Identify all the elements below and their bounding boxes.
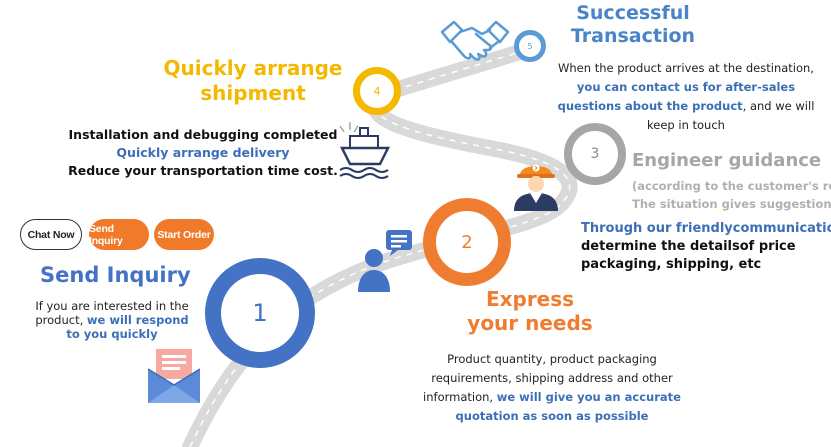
step4-line3: Reduce your transportation time cost.: [68, 163, 338, 178]
step5-highlight: you can contact us for after-sales quest…: [557, 80, 796, 113]
step4-title-line2: shipment: [200, 81, 306, 105]
step5-title-line2: Transaction: [570, 25, 696, 47]
step1-title: Send Inquiry: [40, 263, 191, 287]
step2-highlight: we will give you an accurate quotation a…: [455, 390, 681, 423]
step3-line3: packaging, shipping, etc: [581, 257, 762, 272]
step5-title: Successful Transaction: [548, 2, 718, 48]
step5-text-post: , and we will keep in touch: [647, 99, 815, 132]
step5-number: 5: [527, 41, 533, 51]
step5-description: When the product arrives at the destinat…: [546, 59, 826, 135]
step1-text: If you are interested in the product,: [35, 299, 189, 327]
step2-title: Express your needs: [455, 287, 605, 335]
send-inquiry-button[interactable]: Send Inquiry: [89, 219, 149, 250]
step2-title-line1: Express: [485, 287, 575, 311]
step5-title-line1: Successful: [576, 2, 690, 24]
step4-line2: Quickly arrange delivery: [116, 145, 290, 160]
step1-highlight: we will respond to you quickly: [66, 313, 189, 341]
step2-ring: 2: [423, 198, 511, 286]
engineer-icon: [514, 164, 558, 211]
step3-title: Engineer guidance: [632, 150, 822, 171]
step1-number: 1: [252, 299, 268, 327]
chat-person-icon: [358, 230, 412, 292]
handshake-icon: [440, 20, 510, 61]
step2-number: 2: [461, 231, 473, 253]
step4-ring: 4: [353, 67, 401, 115]
step4-description: Installation and debugging completed Qui…: [58, 126, 348, 180]
chat-now-button[interactable]: Chat Now: [20, 219, 82, 250]
step1-ring: 1: [205, 258, 315, 368]
step5-ring: 5: [514, 30, 546, 62]
step4-number: 4: [373, 84, 381, 98]
envelope-icon: [147, 349, 201, 403]
step5-text: When the product arrives at the destinat…: [558, 61, 814, 75]
step3-subtitle-line1: (according to the customer's reality: [632, 179, 831, 193]
step3-ring: 3: [564, 123, 626, 185]
step3-description: Through our friendlycommunication determ…: [581, 220, 831, 274]
step1-description: If you are interested in the product, we…: [28, 299, 196, 341]
step3-line1: Through our friendlycommunication: [581, 221, 831, 236]
start-order-button[interactable]: Start Order: [154, 219, 214, 250]
step4-line1: Installation and debugging completed: [68, 127, 338, 142]
step2-text: Product quantity, product packaging requ…: [423, 352, 673, 404]
step3-subtitle: (according to the customer's reality The…: [632, 177, 831, 213]
step3-line2: determine the detailsof price: [581, 239, 796, 254]
step3-number: 3: [590, 146, 600, 162]
step4-title-line1: Quickly arrange: [163, 56, 343, 80]
step3-subtitle-line2: The situation gives suggestions): [632, 197, 831, 211]
step4-title: Quickly arrange shipment: [160, 56, 346, 106]
step2-description: Product quantity, product packaging requ…: [418, 350, 686, 426]
step2-title-line2: your needs: [467, 311, 593, 335]
ship-icon: [339, 122, 391, 179]
